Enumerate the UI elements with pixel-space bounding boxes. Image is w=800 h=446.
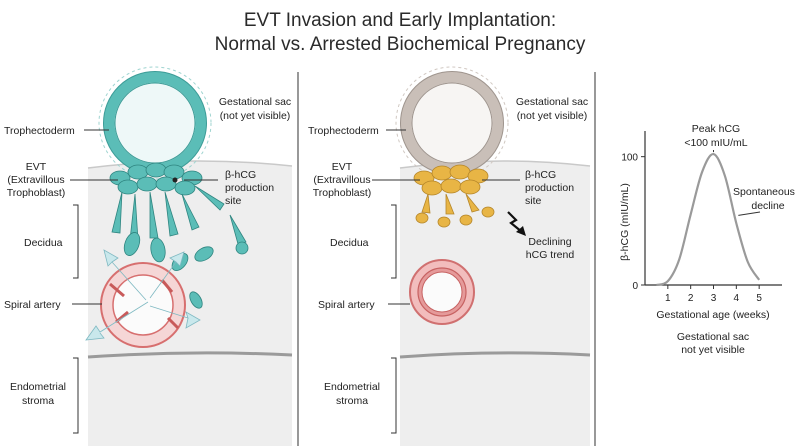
middle-trophectoderm-label: Trophectoderm	[308, 125, 379, 137]
middle-evt-label-2: (Extravillous	[313, 174, 370, 186]
chart-y-ticks: 0 100	[621, 153, 645, 292]
left-leaders	[70, 129, 218, 434]
middle-evt-label-1: EVT	[332, 161, 353, 173]
middle-spiral-artery-label: Spiral artery	[318, 299, 375, 311]
left-evt-label-2: (Extravillous	[7, 174, 64, 186]
chart-x-ticks: 1 2 3 4 5	[665, 285, 762, 304]
left-panel: Gestational sac (not yet visible) Trophe…	[4, 66, 293, 446]
chart-decline-annotation-2: decline	[751, 200, 784, 212]
y-tick-label-100: 100	[621, 153, 638, 164]
middle-hcg-label-1: β-hCG	[525, 169, 556, 181]
middle-decidua-label: Decidua	[330, 237, 369, 249]
y-tick-label-0: 0	[632, 281, 638, 292]
middle-declining-label-1: Declining	[528, 236, 571, 248]
middle-decidua-tissue	[400, 160, 590, 446]
figure-title-line2: Normal vs. Arrested Biochemical Pregnanc…	[214, 34, 586, 55]
left-hcg-site-dot	[172, 177, 178, 183]
middle-gestational-sac-label-2: (not yet visible)	[517, 110, 588, 122]
x-tick-label-1: 1	[665, 293, 671, 304]
x-tick-label-4: 4	[734, 293, 740, 304]
middle-panel: Gestational sac (not yet visible) Trophe…	[308, 66, 591, 446]
left-decidua-label: Decidua	[24, 237, 63, 249]
chart-ylabel: β-hCG (mIU/mL)	[619, 183, 631, 261]
left-stroma-boundary	[87, 351, 293, 359]
chart-footnote-2: not yet visible	[681, 344, 745, 356]
left-evt-label-1: EVT	[26, 161, 47, 173]
left-sac-halo	[98, 66, 212, 180]
middle-sac-halo	[395, 66, 509, 180]
chart-peak-annotation-2: <100 mIU/mL	[684, 137, 747, 149]
chart-peak-annotation-1: Peak hCG	[692, 123, 740, 135]
x-tick-label-3: 3	[711, 293, 717, 304]
x-tick-label-2: 2	[688, 293, 694, 304]
hcg-chart: 1 2 3 4 5 0 100 Peak hCG <100 mIU/mL Spontane…	[619, 123, 795, 356]
middle-trophectoderm-ring	[400, 71, 504, 175]
chart-footnote-1: Gestational sac	[677, 331, 749, 343]
middle-gestational-sac-label-1: Gestational sac	[516, 96, 588, 108]
left-spiral-artery-label: Spiral artery	[4, 299, 61, 311]
left-hcg-label-1: β-hCG	[225, 169, 256, 181]
middle-declining-label-2: hCG trend	[526, 249, 575, 261]
left-evt-cluster	[109, 162, 249, 309]
left-invasion-arrows	[85, 249, 201, 341]
left-hcg-label-3: site	[225, 195, 242, 207]
middle-stroma-boundary	[399, 351, 591, 359]
middle-stroma-label-1: Endometrial	[324, 381, 380, 393]
chart-hcg-curve	[656, 153, 761, 287]
declining-trend-arrow	[507, 211, 523, 233]
middle-hcg-label-3: site	[525, 195, 542, 207]
left-trophectoderm-ring	[103, 71, 207, 175]
middle-spiral-artery	[409, 259, 475, 325]
chart-decline-annotation-1: Spontaneous	[733, 186, 795, 198]
left-stroma-label-2: stroma	[22, 395, 54, 407]
chart-xlabel: Gestational age (weeks)	[656, 309, 769, 321]
middle-evt-label-3: Trophoblast)	[313, 187, 372, 199]
figure-title-line1: EVT Invasion and Early Implantation:	[243, 10, 557, 31]
left-hcg-label-2: production	[225, 182, 274, 194]
left-stroma-label-1: Endometrial	[10, 381, 66, 393]
left-gestational-sac-label-1: Gestational sac	[219, 96, 291, 108]
chart-decline-leader	[738, 211, 761, 216]
middle-evt-cluster	[413, 164, 495, 228]
middle-hcg-label-2: production	[525, 182, 574, 194]
left-evt-label-3: Trophoblast)	[7, 187, 66, 199]
middle-leaders	[372, 129, 520, 434]
declining-trend-arrowhead	[516, 226, 526, 236]
left-gestational-sac-label-2: (not yet visible)	[220, 110, 291, 122]
left-trophectoderm-label: Trophectoderm	[4, 125, 75, 137]
left-decidua-tissue	[88, 160, 292, 446]
x-tick-label-5: 5	[756, 293, 762, 304]
middle-stroma-label-2: stroma	[336, 395, 368, 407]
